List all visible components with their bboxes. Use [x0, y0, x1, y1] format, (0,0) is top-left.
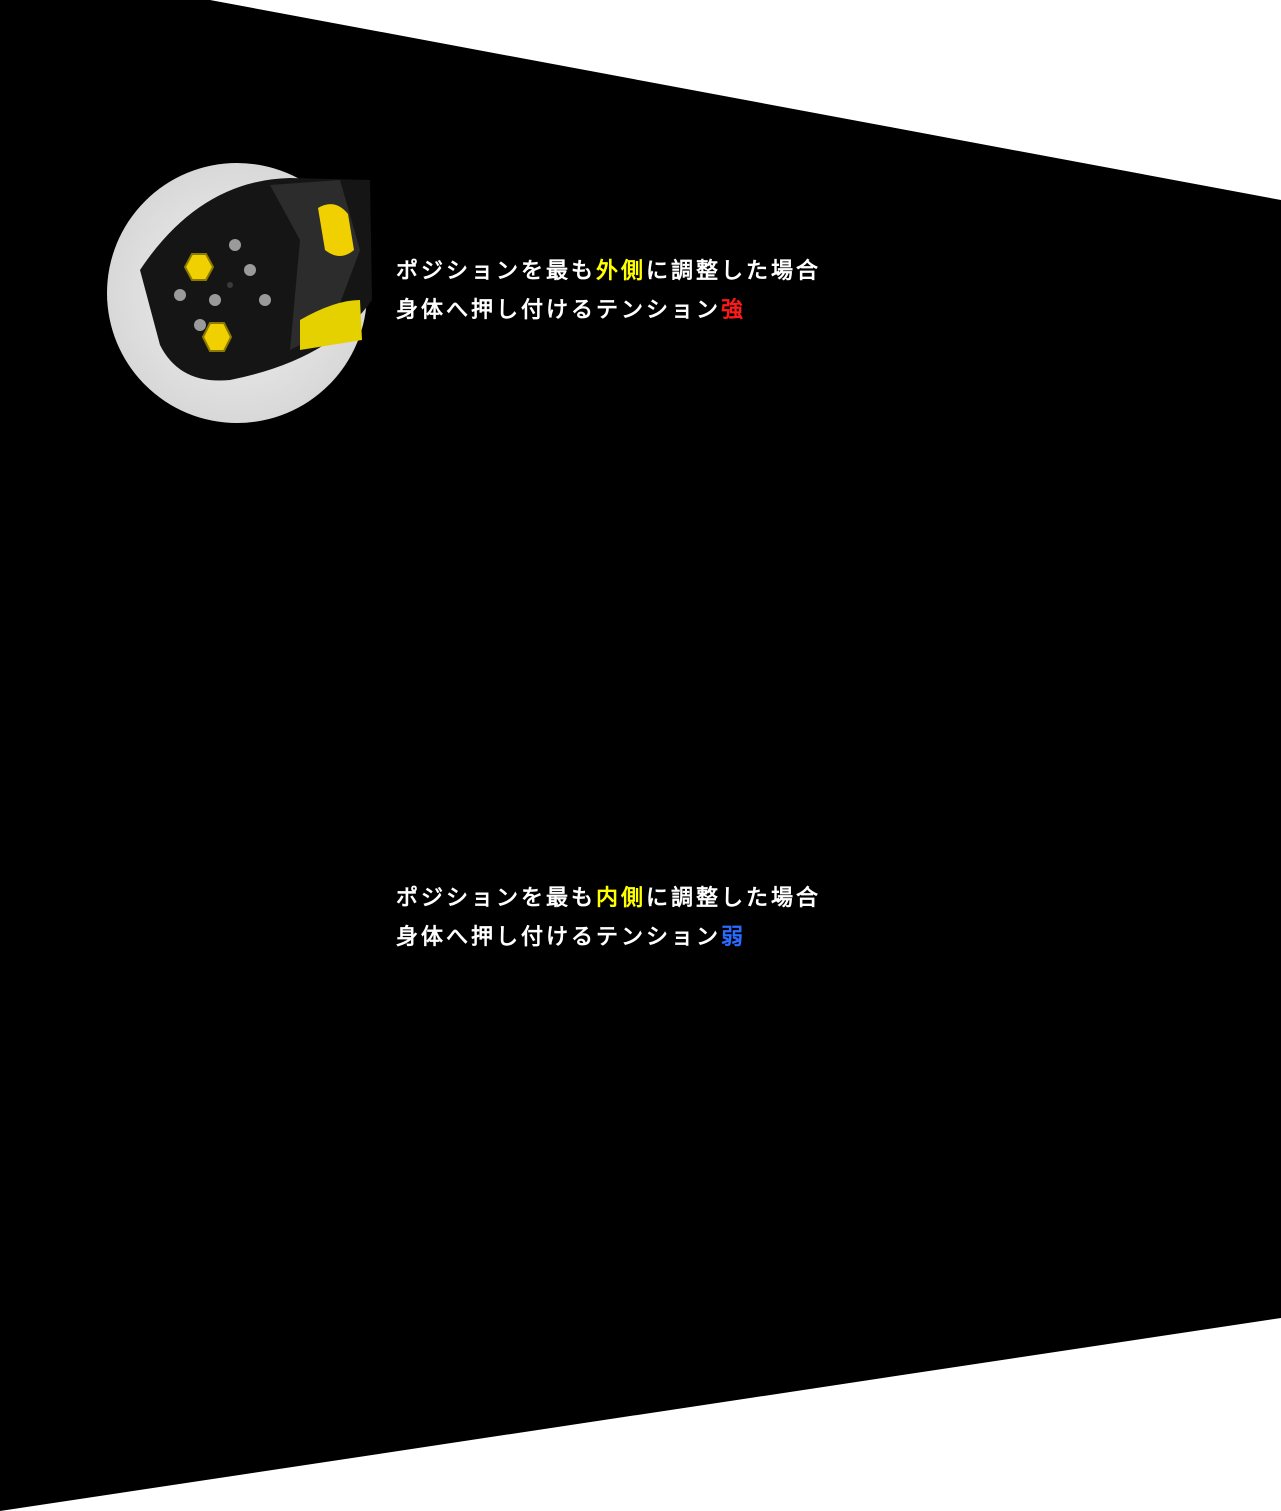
- caption-text: ポジションを最も: [396, 886, 597, 911]
- caption-outer-line2: 身体へ押し付けるテンション強: [396, 291, 821, 330]
- caption-text: 身体へ押し付けるテンション: [396, 298, 722, 323]
- detail-circle-outer: [107, 163, 372, 423]
- hexagon-bolt-icon: [183, 253, 215, 281]
- caption-text: 身体へ押し付けるテンション: [396, 925, 722, 950]
- section-outer: [107, 163, 372, 423]
- caption-outer: ポジションを最も外側に調整した場合 身体へ押し付けるテンション強: [396, 252, 821, 330]
- caption-inner-line2: 身体へ押し付けるテンション弱: [396, 918, 821, 957]
- caption-highlight-tension: 強: [721, 298, 747, 323]
- caption-text: に調整した場合: [646, 886, 822, 911]
- caption-highlight-tension: 弱: [721, 925, 747, 950]
- caption-text: に調整した場合: [646, 259, 822, 284]
- caption-outer-line1: ポジションを最も外側に調整した場合: [396, 252, 821, 291]
- hexagon-bolt-icon: [201, 322, 233, 352]
- caption-inner: ポジションを最も内側に調整した場合 身体へ押し付けるテンション弱: [396, 879, 821, 957]
- caption-text: ポジションを最も: [396, 259, 597, 284]
- caption-highlight-position: 外側: [596, 259, 647, 284]
- caption-highlight-position: 内側: [596, 886, 647, 911]
- caption-inner-line1: ポジションを最も内側に調整した場合: [396, 879, 821, 918]
